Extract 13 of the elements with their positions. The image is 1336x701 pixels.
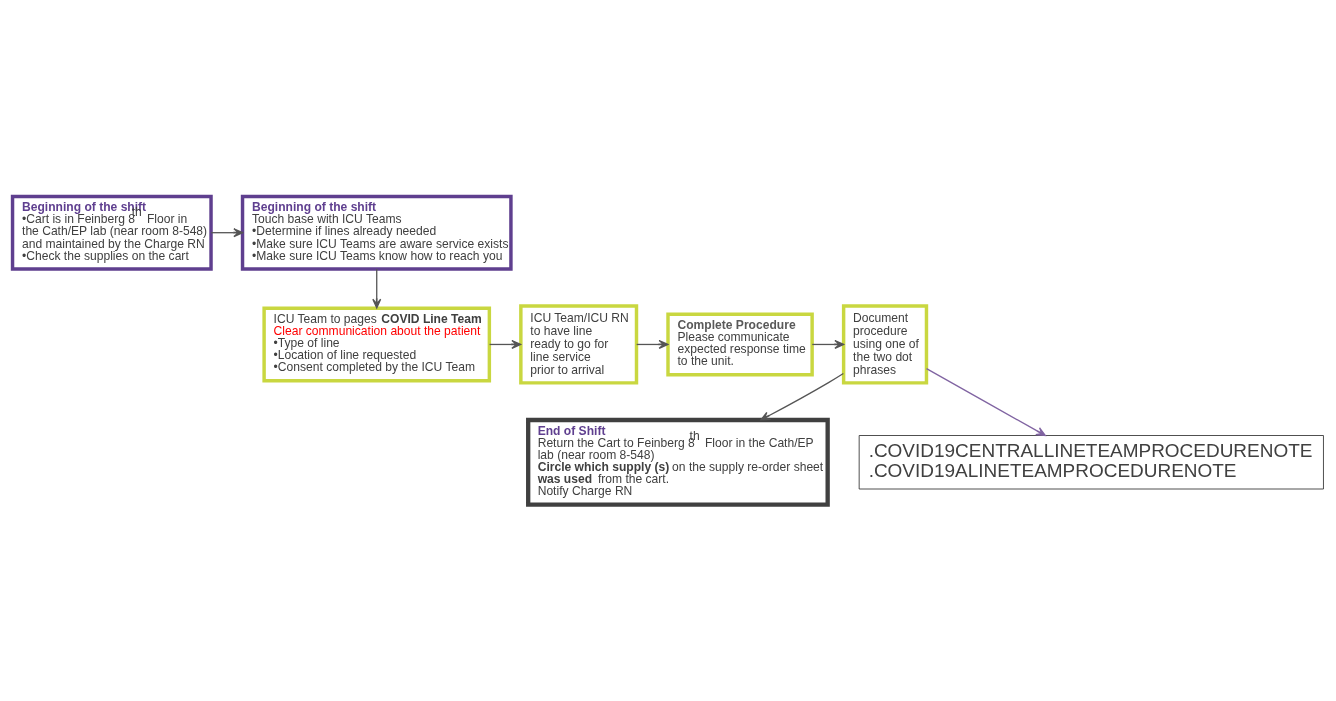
arrow	[372, 268, 382, 309]
node-box: Beginning of the shift Touch base with ICU Teams •Determine if lines already needed •Make sure ICU Teams are aware service exists •Make sure ICU Teams know how to reach you	[240, 194, 513, 271]
node-box: .COVID19CENTRALLINETEAMPROCEDURENOTE .COVID19ALINETEAMPROCEDURENOTE	[858, 435, 1324, 490]
arrow	[811, 339, 845, 349]
node-box: Document procedure using one of the two dot phrases	[841, 304, 929, 385]
node-box: Complete Procedure Please communicate expected response time to the unit.	[666, 312, 814, 377]
node-box: ICU Team/ICU RN to have line ready to go for line service prior to arrival	[519, 304, 639, 385]
arrow	[488, 339, 522, 349]
node-box: ICU Team to pages COVID Line Team Clear communication about the patient •Type of line •Location of line requested •Consent completed by the ICU Team	[262, 306, 492, 383]
arrow	[636, 339, 669, 349]
arrow	[210, 228, 244, 238]
arrow	[760, 372, 844, 421]
arrow	[925, 368, 1046, 437]
